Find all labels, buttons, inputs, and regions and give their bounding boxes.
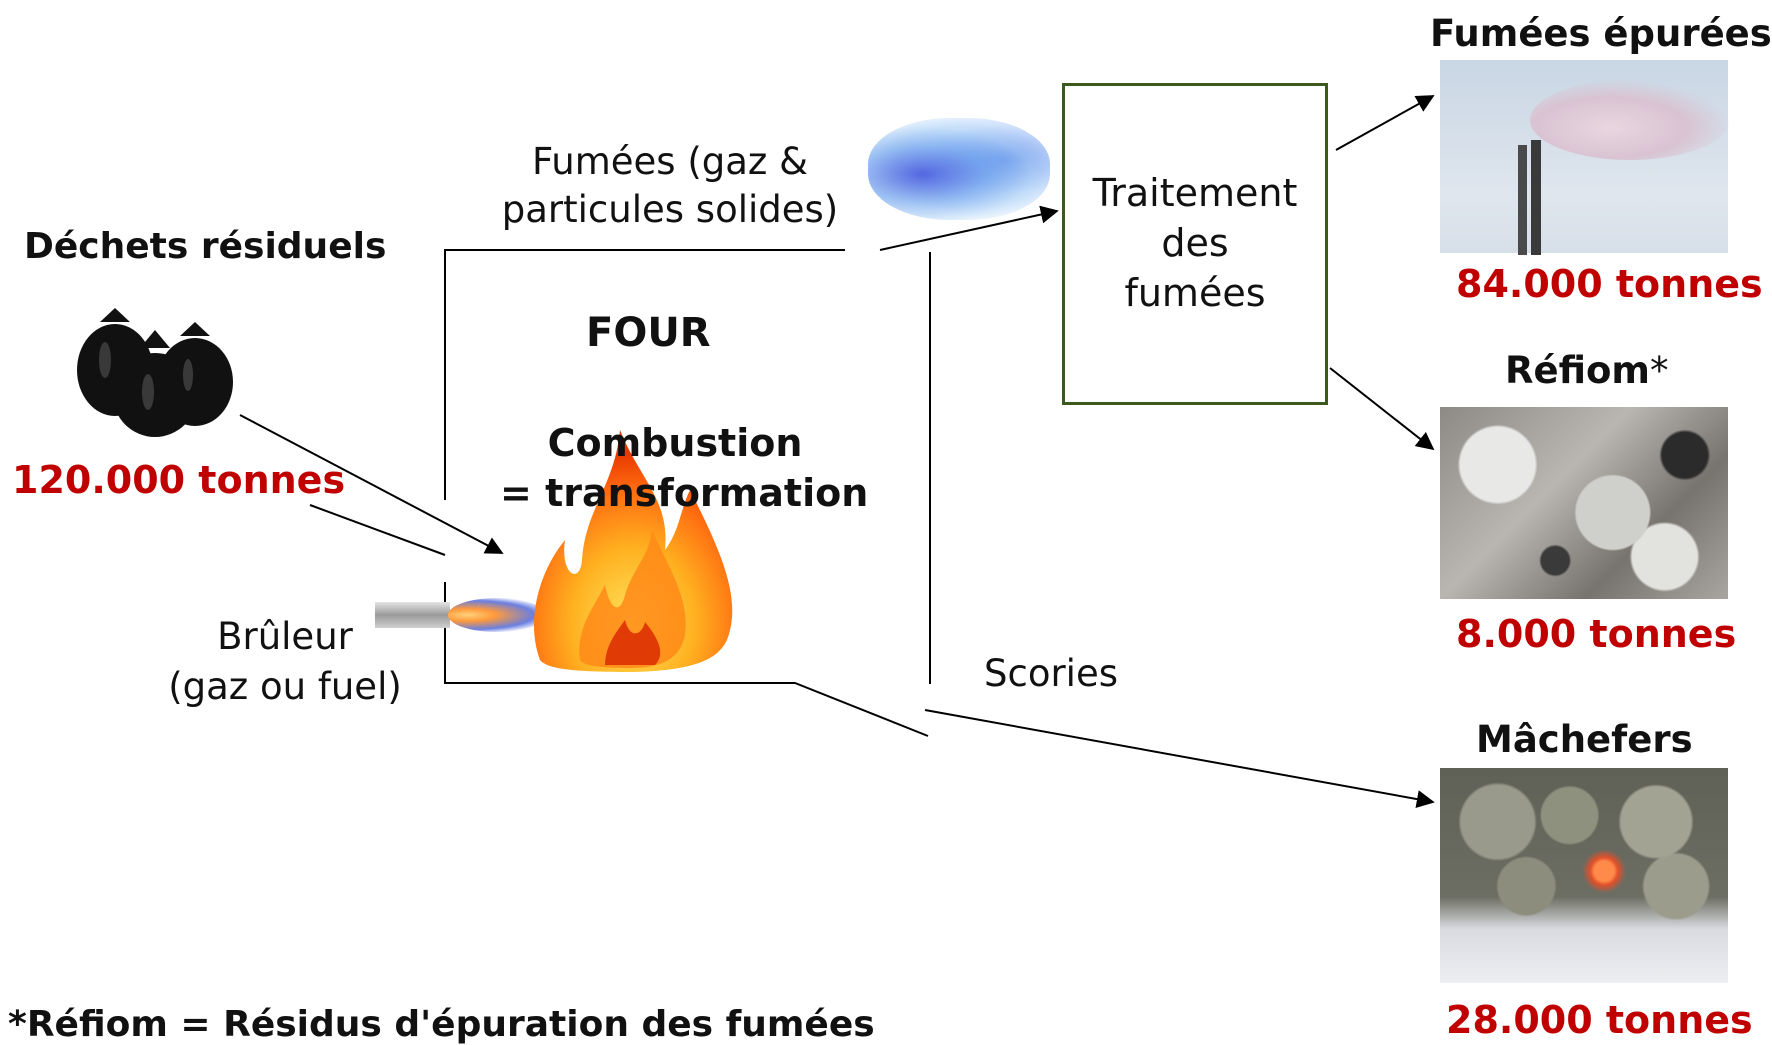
fire-icon	[534, 430, 733, 672]
chimney-smoke-photo	[1440, 60, 1730, 255]
waste-arrow	[239, 414, 504, 554]
refiom-title: Réfiom*	[1505, 349, 1668, 392]
footnote: *Réfiom = Résidus d'épuration des fumées	[8, 1004, 875, 1045]
combustion-label: Combustion = transformation	[500, 418, 869, 518]
arrow-to-refiom	[1329, 367, 1435, 451]
burner-label-line1: Brûleur	[217, 615, 353, 658]
scories-label: Scories	[984, 652, 1118, 695]
chimney-stack-right	[1531, 140, 1541, 255]
clean-smoke-title: Fumées épurées	[1430, 12, 1772, 55]
smoke-cloud-image	[868, 118, 1050, 220]
combustion-line2: = transformation	[500, 471, 869, 515]
chimney-stack-left	[1518, 145, 1527, 255]
machefers-tonnage: 28.000 tonnes	[1446, 998, 1753, 1042]
smoke-plume	[1530, 80, 1730, 160]
refiom-tonnage: 8.000 tonnes	[1456, 612, 1737, 656]
machefers-photo	[1440, 768, 1728, 983]
garbage-bags-image	[77, 308, 233, 437]
refiom-title-text: Réfiom	[1505, 349, 1650, 392]
flue-gas-line1: Fumées (gaz &	[532, 140, 808, 183]
treatment-label: Traitement des fumées	[1062, 168, 1328, 318]
burner-pipe	[375, 602, 450, 628]
combustion-line1: Combustion	[547, 421, 803, 465]
flue-gas-line2: particules solides)	[501, 188, 839, 231]
refiom-asterisk: *	[1649, 349, 1669, 392]
refiom-ash-photo	[1440, 407, 1728, 599]
burner-label: Brûleur (gaz ou fuel)	[150, 612, 420, 712]
feed-line	[309, 504, 446, 556]
flue-gas-label: Fumées (gaz & particules solides)	[490, 138, 850, 234]
treatment-line2: des	[1161, 221, 1229, 265]
arrow-to-clean-smoke	[1335, 95, 1435, 151]
treatment-line3: fumées	[1124, 271, 1266, 315]
clean-smoke-tonnage: 84.000 tonnes	[1456, 262, 1763, 306]
input-title: Déchets résiduels	[24, 226, 387, 267]
treatment-line1: Traitement	[1092, 171, 1298, 215]
input-tonnage: 120.000 tonnes	[12, 458, 346, 502]
burner-label-line2: (gaz ou fuel)	[168, 665, 402, 708]
furnace-wall-bottom	[444, 582, 929, 737]
smoke-treatment-box	[1062, 83, 1328, 405]
machefers-title: Mâchefers	[1476, 718, 1693, 761]
arrow-to-machefers	[924, 709, 1435, 808]
flue-gas-arrow	[879, 205, 1059, 251]
burner-flame	[448, 598, 546, 632]
furnace-label: FOUR	[586, 310, 711, 356]
furnace-wall-top	[444, 249, 845, 500]
